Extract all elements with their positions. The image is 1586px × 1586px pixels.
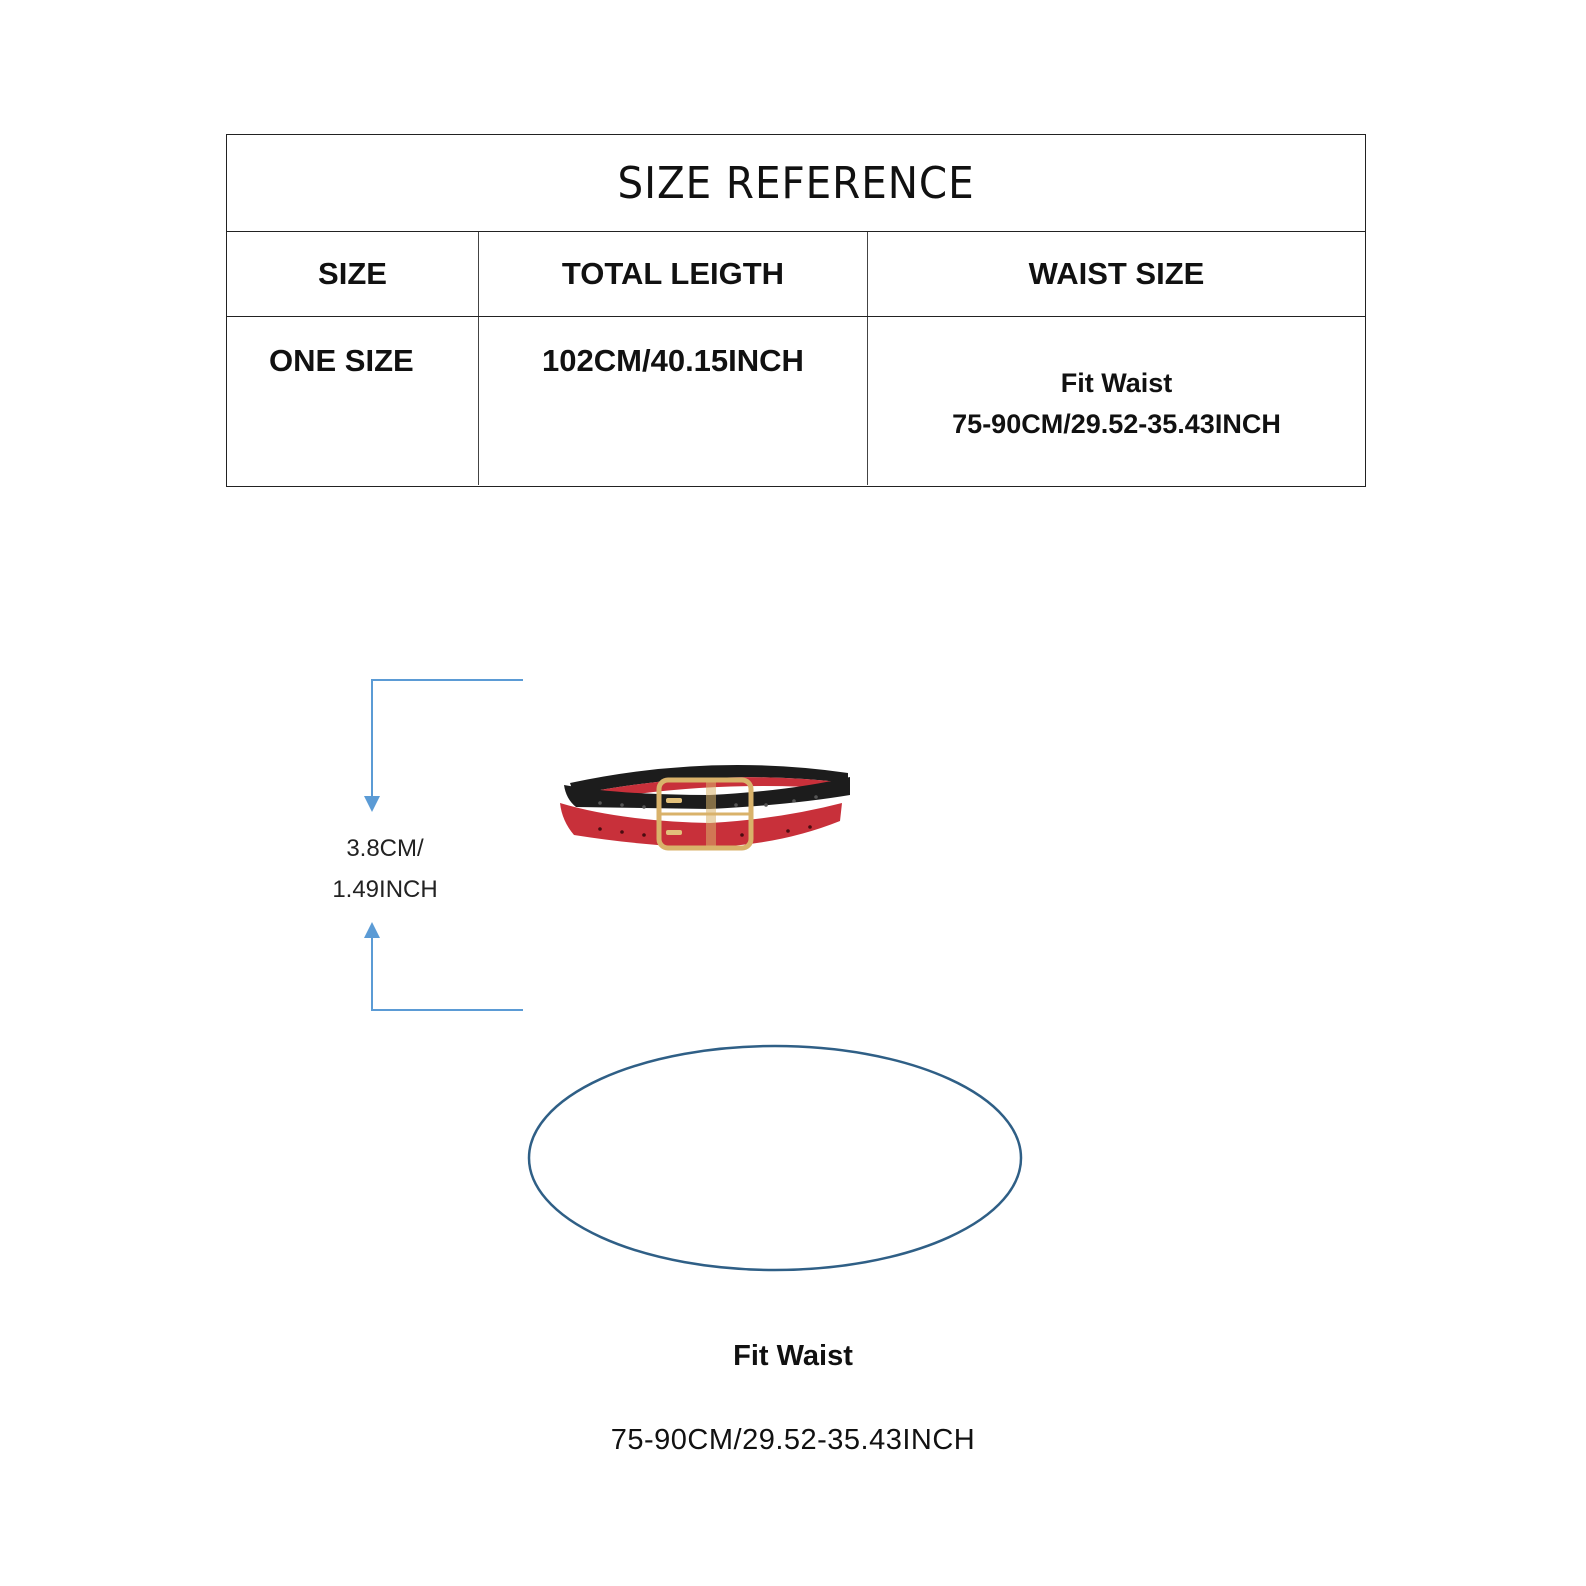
belt-width-cm: 3.8CM/ [346,835,424,862]
fit-waist-title: Fit Waist [733,1340,853,1372]
waist-ellipse-icon [527,1044,1023,1272]
table-title-row: SIZE REFERENCE [227,135,1365,232]
table-header-row: SIZE TOTAL LEIGTH WAIST SIZE [227,232,1365,317]
cell-waist-range: 75-90CM/29.52-35.43INCH [952,409,1281,439]
belt-icon [560,765,850,851]
cell-waist-label: Fit Waist [1060,368,1173,398]
belt-product-image [560,755,870,865]
belt-width-inch: 1.49INCH [332,876,438,903]
belt-width-measurement: 3.8CM/ 1.49INCH [300,660,540,1040]
table-row: ONE SIZE 102CM/40.15INCH Fit Waist 75-90… [227,317,1365,485]
belt-width-label: 3.8CM/ 1.49INCH [320,828,450,910]
header-total-length: TOTAL LEIGTH [479,232,868,316]
header-size: SIZE [227,232,479,316]
table-title: SIZE REFERENCE [617,157,975,209]
waist-ellipse-diagram [520,1040,1030,1280]
cell-total-length: 102CM/40.15INCH [479,317,868,485]
measure-arrows-icon [364,679,523,1011]
fit-waist-range: 75-90CM/29.52-35.43INCH [610,1424,976,1456]
header-waist-size: WAIST SIZE [1028,256,1205,291]
size-reference-table: SIZE REFERENCE SIZE TOTAL LEIGTH WAIST S… [226,134,1366,487]
cell-waist-size: Fit Waist 75-90CM/29.52-35.43INCH [868,317,1365,485]
cell-size: ONE SIZE [227,317,479,485]
